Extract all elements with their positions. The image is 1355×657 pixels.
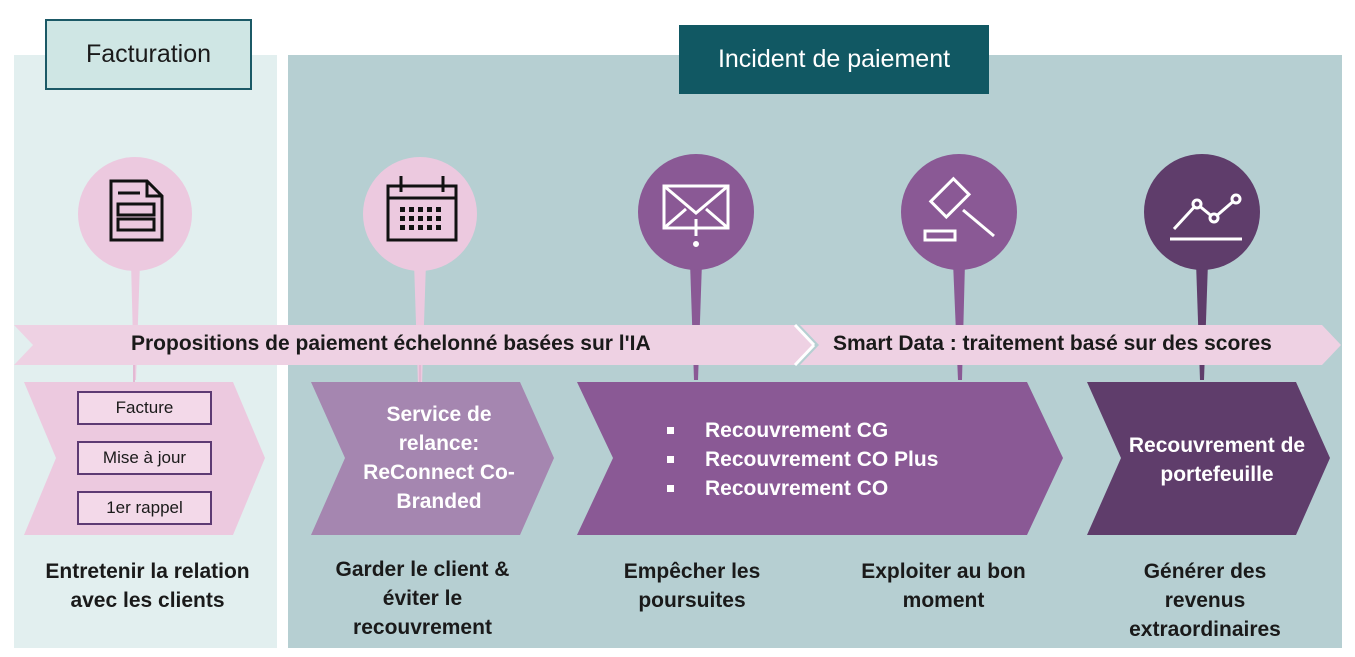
- pin-stems-lower: [133, 365, 1203, 387]
- band-arrow: [14, 323, 1341, 367]
- pin-circle-4: [901, 154, 1017, 270]
- outcome-2: Garder le client & éviter le recouvremen…: [335, 558, 510, 639]
- outcome-3: Empêcher les poursuites: [623, 560, 761, 612]
- calendar-grid: [400, 207, 441, 230]
- facturation-label: Facturation: [45, 19, 252, 90]
- invoice-document-icon: [109, 179, 164, 242]
- recouvrement-item: Recouvrement CG: [667, 416, 938, 445]
- box-1er-rappel: 1er rappel: [77, 491, 212, 525]
- pin-circle-5: [1144, 154, 1260, 270]
- chevron-portefeuille: [1087, 382, 1330, 535]
- relance-title: Service de relance: ReConnect Co-Branded: [363, 403, 515, 513]
- chart-line-icon: [1170, 193, 1242, 241]
- envelope-alert-icon: [662, 184, 730, 247]
- gavel-icon: [923, 176, 995, 242]
- pin-stems: [131, 262, 1208, 385]
- outcome-5: Générer des revenus extraordinaires: [1129, 560, 1281, 641]
- band-right-text: Smart Data : traitement basé sur des sco…: [833, 332, 1272, 355]
- outcome-1: Entretenir la relation avec les clients: [45, 560, 250, 612]
- outcome-4: Exploiter au bon moment: [861, 560, 1026, 612]
- incident-label: Incident de paiement: [679, 25, 989, 94]
- chevron-relance: [311, 382, 554, 535]
- portefeuille-title: Recouvrement de portefeuille: [1128, 434, 1306, 486]
- box-mise-a-jour: Mise à jour: [77, 441, 212, 475]
- calendar-icon: [386, 176, 458, 242]
- recouvrement-list: Recouvrement CG Recouvrement CO Plus Rec…: [667, 416, 938, 503]
- box-facture: Facture: [77, 391, 212, 425]
- band-left-text: Propositions de paiement échelonné basée…: [131, 332, 651, 355]
- recouvrement-item: Recouvrement CO: [667, 474, 938, 503]
- pin-circle-2: [363, 157, 477, 271]
- recouvrement-item: Recouvrement CO Plus: [667, 445, 938, 474]
- chevron-recouvrement: [577, 382, 1063, 535]
